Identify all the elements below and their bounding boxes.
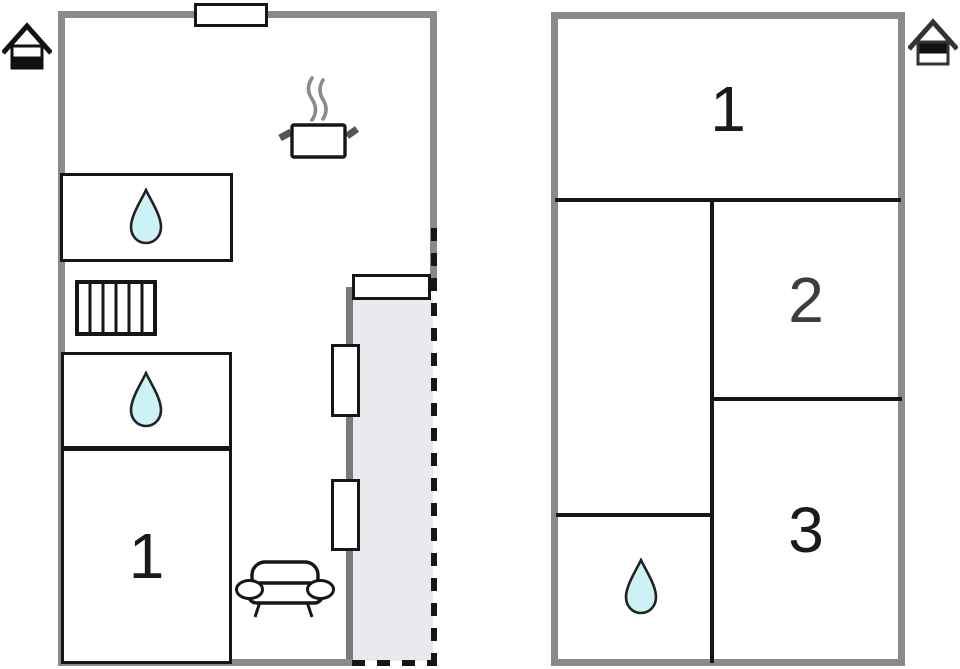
right-plan-wall-bottom — [551, 659, 905, 666]
left-plan-wall-left — [58, 11, 65, 666]
house-entrance-icon — [908, 18, 958, 66]
terrace-area — [353, 296, 433, 661]
bedroom-1-right-plan: 1 — [558, 19, 898, 198]
sofa-icon — [235, 560, 335, 618]
window-terrace — [352, 274, 431, 300]
divider-room2-bottom — [712, 397, 902, 401]
door-lower — [331, 479, 360, 551]
left-plan-wall-right — [430, 11, 437, 291]
divider-room1-bottom — [555, 198, 901, 202]
right-plan-wall-top — [551, 12, 905, 19]
bedroom-2-right-label: 2 — [788, 263, 824, 336]
floor-plan-right: 1 2 3 — [480, 0, 960, 669]
bathroom-lower — [61, 352, 232, 449]
steaming-pot-icon — [278, 76, 360, 159]
house-entrance-icon — [2, 22, 52, 70]
bathroom-upper — [60, 173, 233, 262]
water-drop-icon — [129, 188, 163, 245]
bedroom-1-right-label: 1 — [710, 72, 746, 145]
floor-plan-left: 1 — [2, 3, 437, 666]
bedroom-3-right-plan: 3 — [714, 401, 898, 659]
bedroom-1-left-plan: 1 — [61, 448, 232, 664]
terrace-wall-left — [346, 287, 353, 659]
water-drop-icon — [129, 371, 163, 428]
water-drop-icon — [624, 558, 658, 615]
bedroom-3-right-label: 3 — [788, 494, 824, 566]
terrace-dashed-boundary-right — [431, 228, 437, 666]
right-plan-wall-right — [898, 12, 905, 666]
divider-bathroom-top — [556, 513, 712, 517]
bedroom-1-label: 1 — [128, 520, 165, 592]
divider-vertical — [710, 200, 714, 663]
door-upper — [331, 344, 360, 417]
bedroom-2-right-plan: 2 — [714, 202, 898, 397]
stairs-icon — [75, 280, 157, 336]
right-plan-wall-left — [551, 12, 558, 666]
window-top-wall — [194, 3, 268, 27]
terrace-dashed-boundary-bottom — [352, 660, 437, 666]
